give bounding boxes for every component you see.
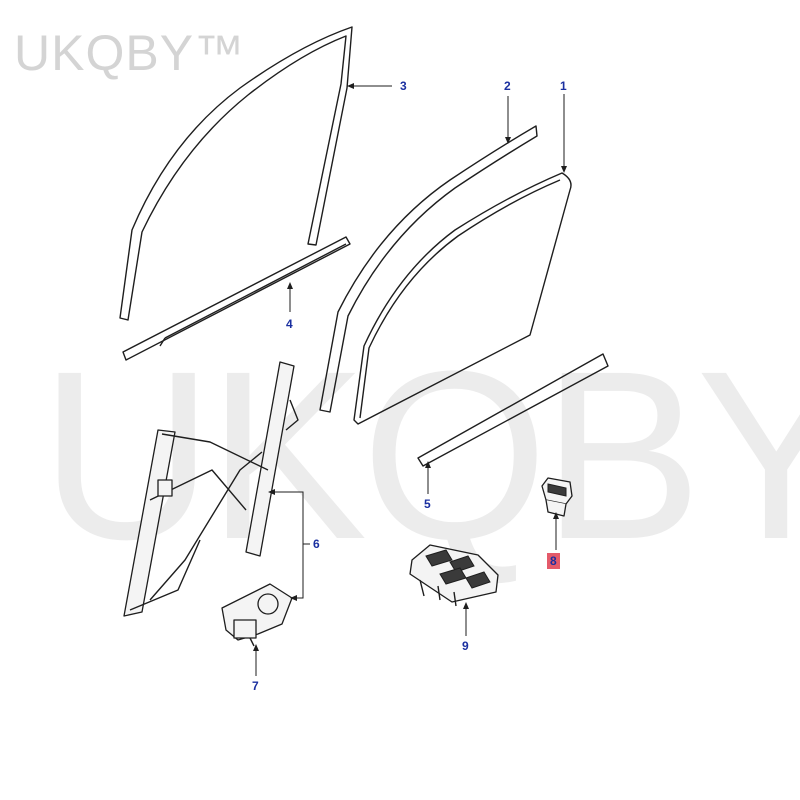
callout-3: 3 [400, 79, 407, 93]
callout-6: 6 [313, 537, 320, 551]
part-7-regulator-motor [221, 583, 293, 647]
callout-2: 2 [504, 79, 511, 93]
part-5-outer-belt-strip [417, 353, 609, 467]
callout-4: 4 [286, 317, 293, 331]
part-4-inner-belt-strip [122, 236, 351, 361]
part-2-glass-run-channel [319, 125, 538, 413]
callout-1: 1 [560, 79, 567, 93]
callout-9: 9 [462, 639, 469, 653]
part-8-window-switch [541, 477, 573, 517]
callout-8-highlighted: 8 [547, 553, 560, 569]
part-1-door-glass [353, 172, 572, 425]
part-9-master-switch [409, 544, 499, 607]
part-6-window-regulator [123, 361, 299, 617]
callout-7: 7 [252, 679, 259, 693]
callout-5: 5 [424, 497, 431, 511]
leader-lines [253, 83, 567, 676]
watermark-small: UKQBY™ [14, 25, 246, 81]
part-3-frame-weatherstrip [119, 26, 353, 321]
